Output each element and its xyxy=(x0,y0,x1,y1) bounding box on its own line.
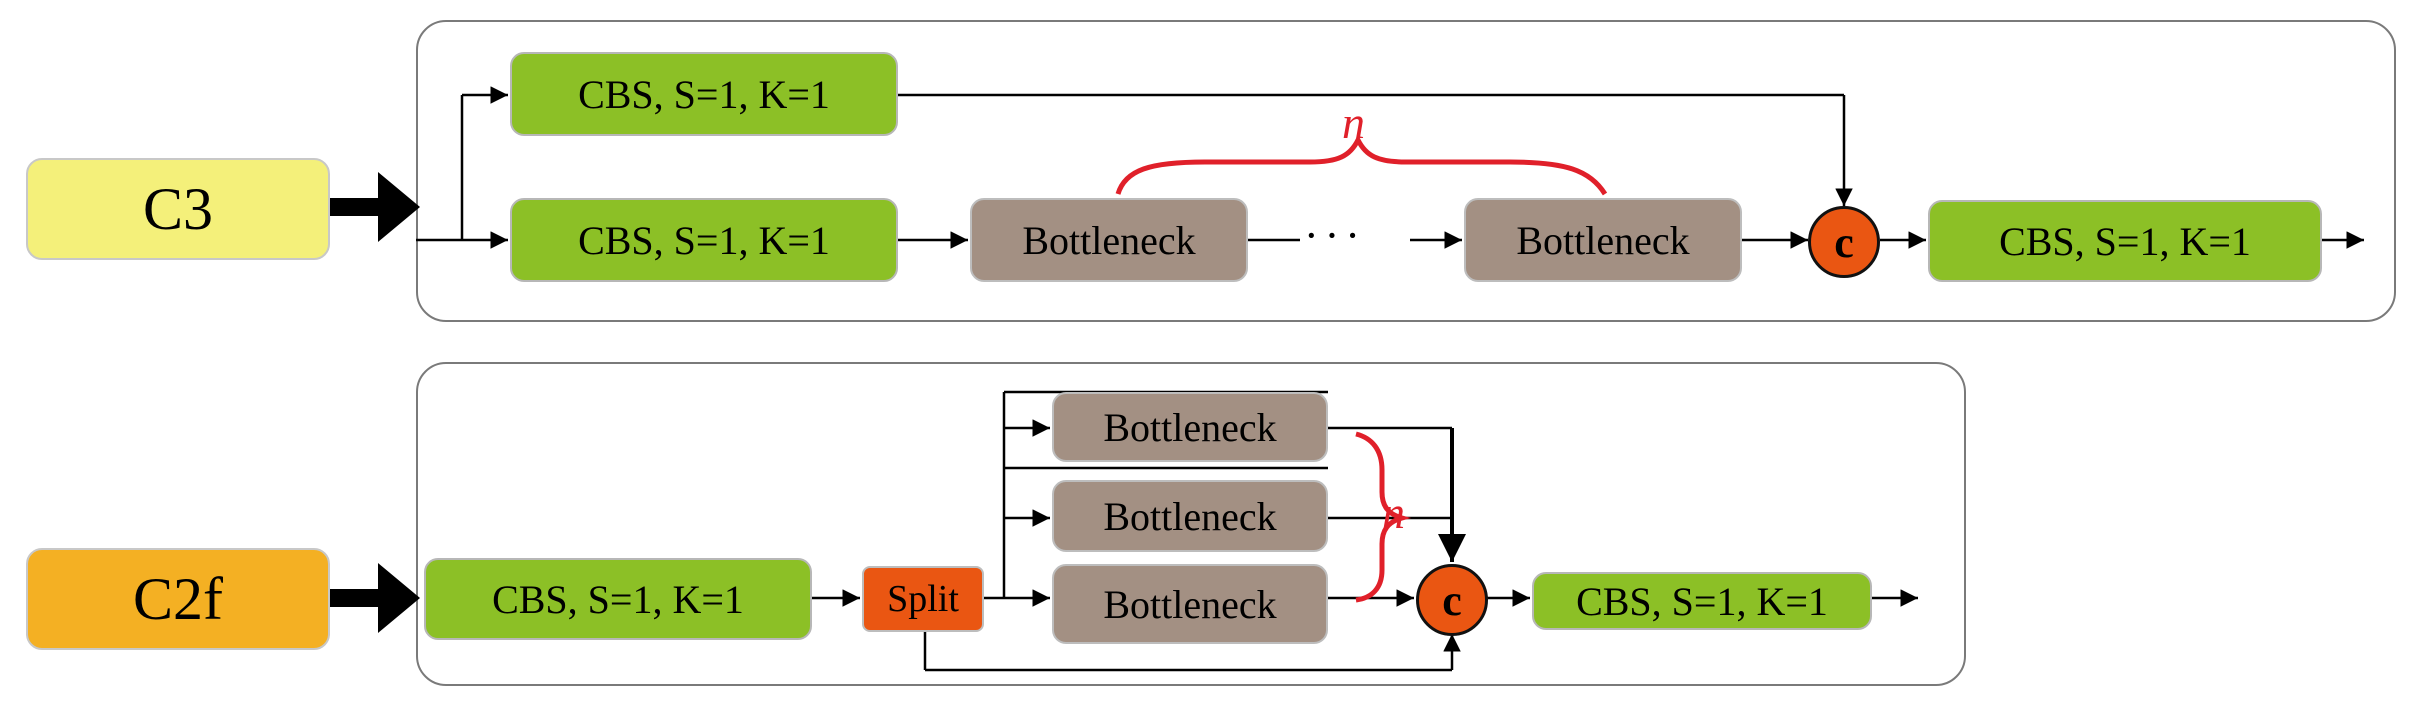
c2f-output-cbs-block: CBS, S=1, K=1 xyxy=(1532,572,1872,630)
c3-main-cbs-block: CBS, S=1, K=1 xyxy=(510,198,898,282)
c2f-split-block: Split xyxy=(862,566,984,632)
c3-top-cbs-block: CBS, S=1, K=1 xyxy=(510,52,898,136)
c3-output-cbs-block: CBS, S=1, K=1 xyxy=(1928,200,2322,282)
c3-concat-node: c xyxy=(1808,206,1880,278)
c2f-bottleneck-1: Bottleneck xyxy=(1052,392,1328,462)
c2f-bottleneck-2: Bottleneck xyxy=(1052,480,1328,552)
c3-input-arrow xyxy=(330,172,420,242)
c3-lines xyxy=(416,86,2364,249)
c3-repeat-label: n xyxy=(1342,97,1365,148)
c2f-label: C2f xyxy=(26,548,330,650)
c2f-repeat-label: n xyxy=(1382,487,1405,538)
c2f-concat-node: c xyxy=(1416,564,1488,636)
c2f-repeat-brace xyxy=(1355,431,1412,603)
c2f-input-cbs-block: CBS, S=1, K=1 xyxy=(424,558,812,640)
c3-repeat-brace xyxy=(1115,134,1608,196)
c3-ellipsis: ··· xyxy=(1304,211,1366,260)
c3-label: C3 xyxy=(26,158,330,260)
c2f-lines xyxy=(812,390,1918,672)
c2f-input-arrow xyxy=(330,563,420,633)
c3-bottleneck-last: Bottleneck xyxy=(1464,198,1742,282)
c2f-bottleneck-3: Bottleneck xyxy=(1052,564,1328,644)
c3-bottleneck-first: Bottleneck xyxy=(970,198,1248,282)
